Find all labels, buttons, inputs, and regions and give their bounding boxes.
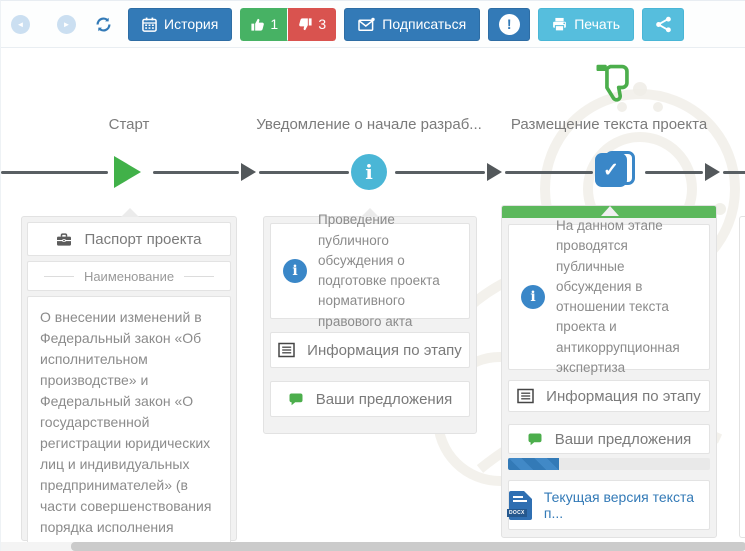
alert-button[interactable]: !: [488, 7, 531, 41]
current-version-link[interactable]: DOCX Текущая версия текста п...: [507, 480, 710, 530]
card-stage-notification: i Проведение публичного обсуждения о под…: [263, 208, 477, 434]
refresh-icon: [95, 16, 111, 32]
suggestions-button[interactable]: Ваши предложения: [508, 424, 710, 454]
arrow-left-icon: ◄: [16, 19, 25, 29]
stage-description-text: Проведение публичного обсуждения о подго…: [318, 212, 440, 329]
timeline-line: [395, 171, 485, 174]
stage-description-text: На данном этапе проводятся публичные обс…: [556, 218, 680, 375]
stage-notification-info-icon[interactable]: i: [351, 154, 387, 190]
docx-file-icon: DOCX: [507, 490, 532, 520]
nav-back-button[interactable]: ◄: [11, 14, 30, 34]
stage-info-label: Информация по этапу: [307, 341, 462, 359]
printer-icon: [553, 17, 567, 31]
exclamation-icon: !: [498, 13, 520, 35]
stage-progress-track: [508, 458, 710, 470]
horizontal-scrollbar-track: [1, 542, 745, 551]
card-notch: [601, 206, 619, 216]
timeline-line: [645, 171, 703, 174]
card-next-stage-partial: [739, 216, 745, 538]
calendar-icon: [142, 17, 157, 32]
stage-label-placement: Размещение текста проекта: [510, 116, 708, 133]
suggestions-label: Ваши предложения: [554, 430, 692, 448]
timeline-line: [723, 171, 745, 174]
suggestions-button[interactable]: Ваши предложения: [270, 381, 470, 417]
timeline-line: [1, 171, 108, 174]
passport-title: Паспорт проекта: [84, 230, 202, 248]
stage-description-panel: i На данном этапе проводятся публичные о…: [508, 218, 710, 375]
history-label: История: [164, 16, 219, 32]
nav-forward-button[interactable]: ►: [57, 14, 76, 34]
dislike-button[interactable]: 3: [288, 7, 337, 41]
list-icon: [278, 342, 295, 358]
thumb-down-icon: [299, 17, 312, 30]
timeline-line: [259, 171, 349, 174]
history-button[interactable]: История: [128, 7, 233, 41]
stage-info-button[interactable]: Информация по этапу: [270, 332, 470, 368]
card-passport: Паспорт проекта Наименование О внесении …: [21, 208, 237, 551]
list-icon: [517, 388, 534, 404]
timeline-arrow-icon: [487, 163, 502, 181]
toolbar: ◄ ► История: [1, 1, 745, 48]
passport-header[interactable]: Паспорт проекта: [27, 222, 231, 256]
section-header-name: Наименование: [27, 261, 231, 291]
vote-button-group: 1 3: [240, 7, 337, 41]
timeline-arrow-icon: [241, 163, 256, 181]
subscribe-button[interactable]: Подписаться: [344, 7, 481, 41]
stage-info-button[interactable]: Информация по этапу: [508, 380, 710, 412]
timeline-line: [505, 171, 593, 174]
thumb-up-icon: [251, 18, 265, 31]
chat-icon: [528, 433, 542, 446]
timeline-arrow-icon: [705, 163, 720, 181]
horizontal-scrollbar-thumb[interactable]: [71, 542, 745, 551]
info-icon: i: [283, 259, 307, 283]
stage-description-panel: i Проведение публичного обсуждения о под…: [270, 212, 470, 329]
card-notch: [121, 208, 139, 217]
project-name-text: О внесении изменений в Федеральный закон…: [27, 296, 231, 551]
briefcase-icon: [57, 232, 72, 246]
print-button[interactable]: Печать: [538, 7, 635, 41]
stage-label-start: Старт: [108, 116, 150, 133]
arrow-right-icon: ►: [62, 19, 71, 29]
stage-vote-thumb-down-icon: [591, 61, 635, 107]
active-stage-bar: [502, 206, 716, 218]
chat-icon: [289, 393, 303, 406]
timeline-line: [153, 171, 239, 174]
share-button[interactable]: [642, 7, 685, 41]
suggestions-label: Ваши предложения: [315, 390, 453, 408]
print-label: Печать: [574, 16, 621, 32]
info-icon: i: [521, 285, 545, 309]
dislikes-count: 3: [318, 16, 327, 32]
like-button[interactable]: 1: [240, 7, 289, 41]
refresh-button[interactable]: [92, 13, 114, 35]
stage-info-label: Информация по этапу: [546, 387, 701, 405]
stage-progress-bar: [508, 458, 559, 470]
current-version-label: Текущая версия текста п...: [543, 489, 694, 521]
card-notch: [361, 208, 379, 217]
stage-label-notification: Уведомление о начале разраб...: [256, 116, 482, 133]
likes-count: 1: [270, 16, 279, 32]
envelope-icon: [358, 17, 375, 31]
subscribe-label: Подписаться: [382, 16, 467, 32]
card-stage-placement: i На данном этапе проводятся публичные о…: [501, 205, 717, 538]
share-icon: [655, 16, 671, 32]
stage-placement-doc-check-icon[interactable]: ✓: [595, 151, 635, 189]
stage-start-play-icon[interactable]: [114, 156, 141, 188]
